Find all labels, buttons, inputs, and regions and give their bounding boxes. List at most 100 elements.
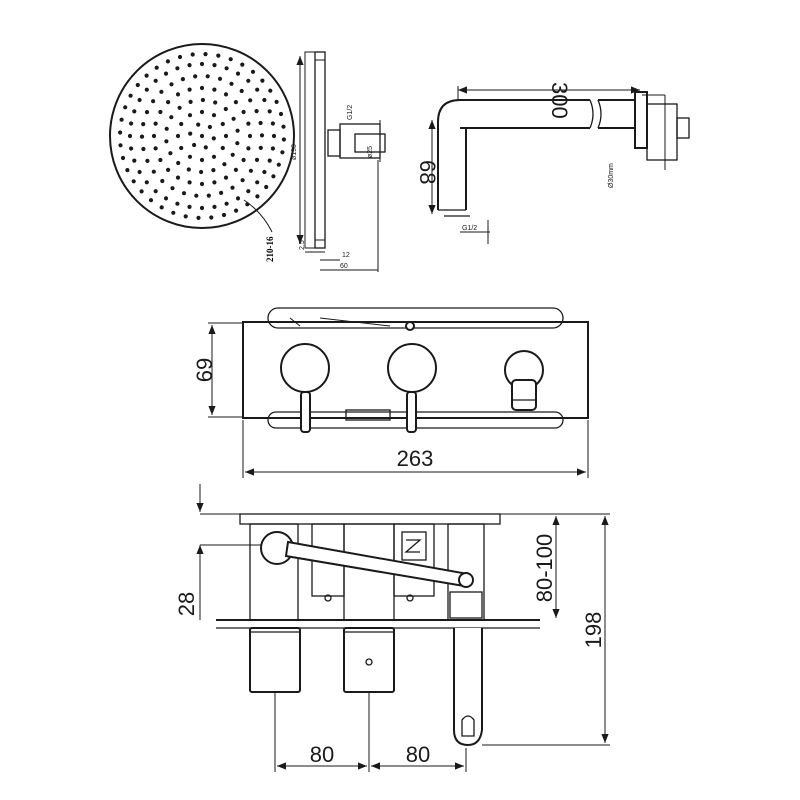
nozzle-dot xyxy=(125,168,130,173)
nozzle-dot xyxy=(154,65,159,70)
nozzle-dot xyxy=(163,71,169,76)
nozzle-dot xyxy=(270,146,275,151)
nozzle-dot xyxy=(188,99,193,104)
nozzle-dot xyxy=(129,146,134,151)
nozzle-dot xyxy=(153,189,158,194)
nozzle-dot xyxy=(248,98,253,103)
nozzle-dot xyxy=(254,157,260,162)
nozzle-dot xyxy=(187,180,192,185)
nozzle-dot xyxy=(271,133,277,139)
nozzle-dot xyxy=(175,92,181,97)
nozzle-dot xyxy=(141,122,146,127)
front-width-label: 263 xyxy=(397,446,434,471)
nozzle-dot xyxy=(160,178,165,184)
nozzle-dot xyxy=(280,150,285,155)
nozzle-dot xyxy=(139,134,145,139)
nozzle-dot xyxy=(176,160,181,166)
nozzle-dot xyxy=(129,121,134,126)
nozzle-dot xyxy=(267,158,272,163)
nozzle-dot xyxy=(153,146,158,151)
nozzle-dot xyxy=(175,133,181,139)
nozzle-dot xyxy=(144,110,150,115)
nozzle-dot xyxy=(235,128,240,133)
nozzle-dot xyxy=(164,126,169,131)
nozzle-dot xyxy=(158,157,163,163)
nozzle-dot xyxy=(258,120,263,126)
nozzle-dot xyxy=(205,74,210,79)
shower-thickness-label: 2.5 xyxy=(299,240,306,250)
nozzle-dot xyxy=(170,186,175,191)
nozzle-dot xyxy=(235,141,240,146)
nozzle-dot xyxy=(132,109,137,114)
nozzle-dot xyxy=(183,214,188,219)
nozzle-dot xyxy=(135,82,140,88)
nozzle-dot xyxy=(270,121,275,126)
nozzle-dot xyxy=(118,143,123,148)
nozzle-dot xyxy=(190,52,195,57)
nozzle-dot xyxy=(274,99,279,104)
nozzle-dot xyxy=(220,145,225,151)
nozzle-dot xyxy=(187,204,192,209)
spout-outlet-label: G1/2 xyxy=(462,225,477,232)
nozzle-dot xyxy=(211,113,217,118)
nozzle-dot xyxy=(240,178,245,183)
nozzle-dot xyxy=(250,69,256,74)
nozzle-dot xyxy=(235,71,241,76)
nozzle-dot xyxy=(268,88,273,93)
nozzle-dot xyxy=(187,154,193,159)
nozzle-dot xyxy=(254,109,259,114)
nozzle-dot xyxy=(247,133,253,139)
nozzle-dot xyxy=(158,109,163,115)
nozzle-dot xyxy=(145,158,150,163)
shower-thread-label: G1/2 xyxy=(347,105,354,120)
nozzle-dot xyxy=(240,62,245,67)
nozzle-dot xyxy=(258,145,263,150)
valve-section-view: 28 80-100 198 80 80 xyxy=(174,484,610,772)
nozzle-dot xyxy=(260,78,265,83)
shower-head-top-view: 210-16 xyxy=(109,43,295,262)
nozzle-dot xyxy=(151,133,157,139)
nozzle-dot xyxy=(212,63,217,68)
nozzle-dot xyxy=(187,63,192,68)
spout-height-label: 68 xyxy=(415,160,440,184)
nozzle-dot xyxy=(224,66,229,71)
nozzle-dot xyxy=(118,130,123,135)
side-total-label: 198 xyxy=(581,612,606,649)
nozzle-dot xyxy=(217,76,223,81)
nozzle-dot xyxy=(164,139,169,144)
nozzle-dot xyxy=(209,215,214,220)
shower-diameter-label: ø190 xyxy=(291,144,298,160)
nozzle-dot xyxy=(212,180,217,185)
nozzle-dot xyxy=(144,87,149,92)
nozzle-dot xyxy=(192,142,197,148)
nozzle-dot xyxy=(148,198,154,203)
side-offset-label: 28 xyxy=(174,592,199,616)
nozzle-dot xyxy=(196,122,201,127)
nozzle-dot xyxy=(278,111,284,117)
nozzle-dot xyxy=(169,115,174,120)
nozzle-dot xyxy=(151,99,156,104)
nozzle-dot xyxy=(262,97,267,103)
nozzle-dot xyxy=(139,189,144,194)
nozzle-dot xyxy=(213,100,218,105)
nozzle-dot xyxy=(199,85,205,91)
nozzle-dot xyxy=(233,100,238,105)
side-adjust-label: 80-100 xyxy=(532,534,557,603)
nozzle-dot xyxy=(203,145,208,150)
valve-front-view: 69 263 xyxy=(192,307,589,478)
nozzle-dot xyxy=(271,174,276,179)
nozzle-dot xyxy=(262,169,267,175)
shower-arm-offset-label: 12 xyxy=(342,252,350,259)
nozzle-dot xyxy=(220,121,225,127)
nozzle-dot xyxy=(181,191,187,196)
nozzle-dot xyxy=(151,169,156,174)
nozzle-dot xyxy=(141,146,146,152)
nozzle-dot xyxy=(223,92,229,97)
nozzle-dot xyxy=(187,87,192,92)
nozzle-dot xyxy=(264,184,269,190)
spout-side-note: Ø30mm xyxy=(608,163,615,188)
nozzle-dot xyxy=(235,196,241,201)
nozzle-dot xyxy=(187,113,193,118)
nozzle-dot xyxy=(222,162,227,167)
